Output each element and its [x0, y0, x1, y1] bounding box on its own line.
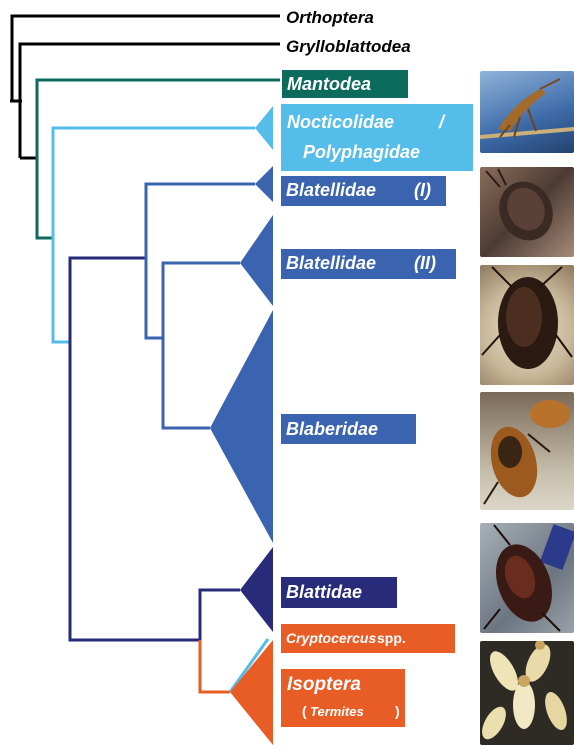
label-cryptocercus-suffix: spp. — [377, 630, 406, 646]
label-termites-close: ) — [395, 703, 400, 719]
label-cryptocercus-genus: Cryptocercus — [286, 630, 376, 646]
label-termites: Termites — [310, 704, 364, 719]
label-blatellidae-2-tag: (II) — [414, 253, 436, 274]
label-orthoptera: Orthoptera — [286, 8, 374, 28]
blattidae-branches — [200, 590, 240, 640]
label-isoptera: Isoptera ( Termites ) — [281, 669, 405, 727]
blaberidae-triangle — [210, 310, 273, 543]
mantid-photo — [480, 71, 574, 153]
blattodea-stem-branches — [70, 258, 200, 640]
label-blatellidae-2-name: Blatellidae — [286, 253, 376, 274]
label-mantodea: Mantodea — [282, 70, 408, 98]
blaberid-photo-2 — [480, 392, 574, 510]
label-grylloblattodea: Grylloblattodea — [286, 37, 411, 57]
isoptera-triangle — [230, 640, 273, 745]
outgroup-branches — [10, 16, 280, 158]
label-blatellidae-1-name: Blatellidae — [286, 180, 376, 201]
blatellid-photo — [480, 167, 574, 257]
mantodea-branches — [37, 80, 280, 238]
label-termites-open: ( — [302, 703, 307, 719]
blatellidae-1-triangle — [255, 166, 273, 202]
label-nocticolidae: Nocticolidae — [287, 112, 394, 133]
label-cryptocercus: Cryptocercus spp. — [281, 624, 455, 653]
label-blaberidae: Blaberidae — [281, 414, 416, 444]
blattidae-triangle — [240, 547, 273, 632]
label-isoptera-name: Isoptera — [287, 674, 361, 696]
label-nocticolidae-polyphagidae: Nocticolidae / Polyphagidae — [281, 104, 473, 171]
label-blatellidae-1: Blatellidae (I) — [281, 176, 446, 206]
label-polyphagidae: Polyphagidae — [303, 142, 420, 163]
label-slash: / — [439, 112, 444, 133]
nocticolidae-clade-triangle — [255, 106, 273, 150]
label-blatellidae-1-tag: (I) — [414, 180, 431, 201]
blattid-photo — [480, 523, 574, 633]
blaberid-photo-1 — [480, 265, 574, 385]
blatellidae-2-triangle — [240, 215, 273, 306]
isoptera-branches — [200, 640, 230, 692]
nocticolidae-branches — [53, 128, 255, 342]
termite-photo — [480, 641, 574, 745]
label-blatellidae-2: Blatellidae (II) — [281, 249, 456, 279]
label-blattidae: Blattidae — [281, 577, 397, 608]
